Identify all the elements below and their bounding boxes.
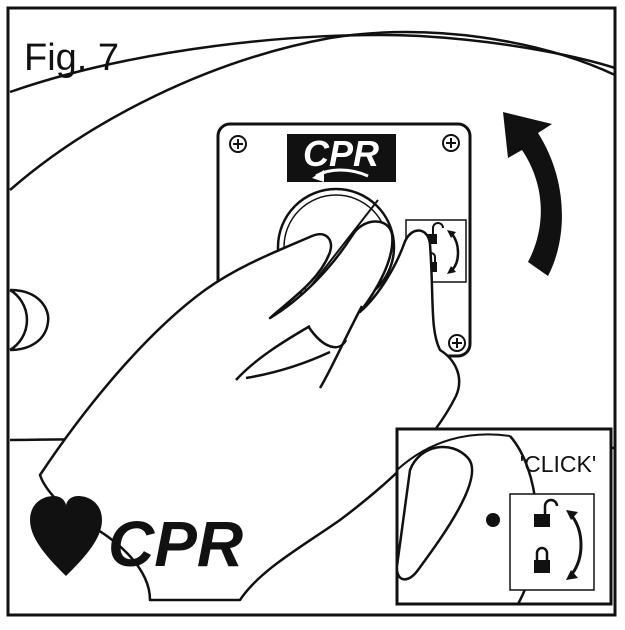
- rotate-arrow-icon: [566, 510, 583, 580]
- click-detail-inset: 'CLICK': [395, 427, 613, 606]
- cpr-plate-badge: CPR: [287, 133, 396, 182]
- heart-icon: [30, 496, 102, 576]
- rotate-arrow-icon: [447, 230, 460, 274]
- figure-label: Fig. 7: [24, 37, 119, 79]
- screw-icon: [448, 334, 466, 352]
- unlock-icon: [534, 498, 559, 527]
- brand-label: CPR: [108, 508, 243, 580]
- screw-icon: [442, 134, 460, 152]
- lock-icon: [534, 546, 550, 573]
- screw-icon: [229, 135, 247, 153]
- lock-indicator-panel: [509, 493, 595, 591]
- hand-illustration: [38, 220, 461, 602]
- position-dot: [486, 513, 500, 527]
- cpr-plate-label: CPR: [303, 133, 379, 174]
- click-label: 'CLICK': [520, 451, 597, 477]
- curved-arrow-icon: [503, 112, 562, 276]
- unlock-icon: [425, 222, 444, 244]
- cpr-brand: CPR: [30, 496, 243, 580]
